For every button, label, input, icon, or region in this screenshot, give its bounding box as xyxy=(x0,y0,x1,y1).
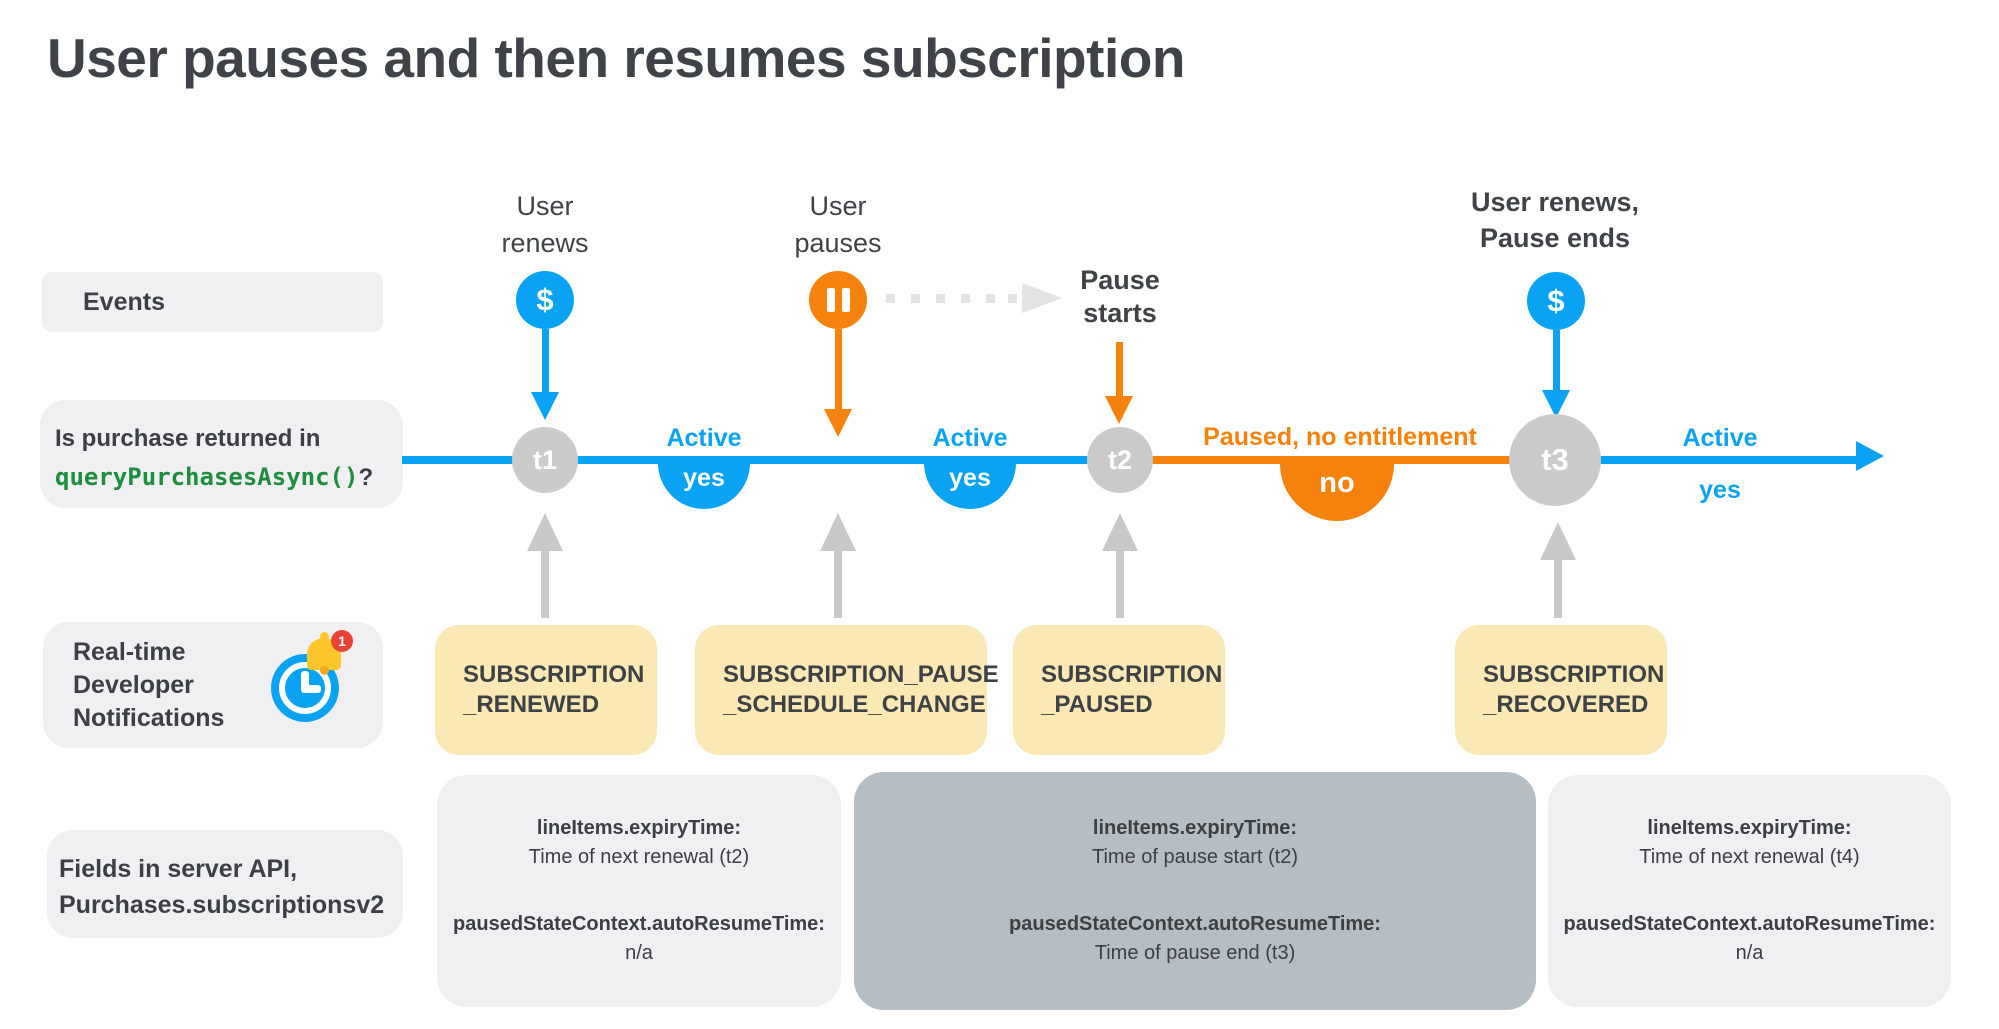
segment-label-active-3: Active xyxy=(1682,424,1758,452)
api-field-group: lineItems.expiryTime: Time of next renew… xyxy=(528,817,750,868)
row-label-purchase-query: Is purchase returned in queryPurchasesAs… xyxy=(40,400,403,508)
question-mark: ? xyxy=(358,464,374,491)
rtdn-up-arrow-head xyxy=(820,513,856,551)
marker-t3: t3 xyxy=(1509,414,1601,506)
arrow-renew1-head xyxy=(531,392,559,420)
arrow-pause-starts-head xyxy=(1105,396,1133,424)
dotted-arrow-head xyxy=(1022,283,1062,313)
arrow-pause-starts-stem xyxy=(1116,342,1123,396)
timeline-segment-active-1 xyxy=(402,456,1126,464)
rtdn-up-arrow-stem xyxy=(1554,559,1562,618)
api-field-group: lineItems.expiryTime: Time of next renew… xyxy=(1639,817,1860,868)
api-fields-box-2-highlighted: lineItems.expiryTime: Time of pause star… xyxy=(854,772,1536,1010)
rtdn-label-line1: Real-time xyxy=(73,638,186,666)
api-field-group: pausedStateContext.autoResumeTime: n/a xyxy=(453,913,825,964)
timeline-segment-paused xyxy=(1126,456,1555,464)
row-label-events: Events xyxy=(42,272,383,332)
dotted-arrow-dot xyxy=(986,294,995,303)
rtdn-label-line2: Developer xyxy=(73,671,194,699)
rtdn-up-arrow-head xyxy=(527,513,563,551)
dotted-arrow-dot xyxy=(936,294,945,303)
segment-value-yes-2: yes xyxy=(924,463,1016,509)
event-label-user-renews: User renews xyxy=(501,191,589,258)
dotted-arrow-dot xyxy=(911,294,920,303)
rtdn-up-arrow-head xyxy=(1540,522,1576,560)
rtdn-box-subscription-paused: SUBSCRIPTION _PAUSED xyxy=(1013,625,1225,755)
segment-label-active-2: Active xyxy=(932,424,1008,452)
api-field-group: pausedStateContext.autoResumeTime: n/a xyxy=(1563,913,1936,964)
fields-label-line1: Fields in server API, xyxy=(59,855,298,883)
arrow-renew2-stem xyxy=(1553,330,1560,390)
purchase-query-text: Is purchase returned in xyxy=(55,425,321,452)
clock-icon xyxy=(271,654,339,722)
api-field-group: pausedStateContext.autoResumeTime: Time … xyxy=(1009,913,1381,964)
dotted-arrow-dot xyxy=(1008,294,1017,303)
api-field-group: lineItems.expiryTime: Time of pause star… xyxy=(1092,817,1298,868)
event-label-user-pauses: User pauses xyxy=(794,191,882,258)
arrow-pause-head xyxy=(824,409,852,437)
segment-value-yes-1: yes xyxy=(658,463,750,509)
rtdn-up-arrow-head xyxy=(1102,513,1138,551)
events-label: Events xyxy=(83,288,165,316)
row-label-rtdn: Real-time Developer Notifications 1 xyxy=(43,622,383,748)
timeline-arrowhead xyxy=(1856,441,1884,471)
arrow-pause-stem xyxy=(835,329,842,409)
segment-label-active-1: Active xyxy=(666,424,742,452)
rtdn-up-arrow-stem xyxy=(541,550,549,618)
dotted-arrow-dot xyxy=(961,294,970,303)
arrow-renew1-stem xyxy=(542,329,549,393)
api-fields-box-3: lineItems.expiryTime: Time of next renew… xyxy=(1548,775,1951,1007)
fields-label-line2: Purchases.subscriptionsv2 xyxy=(59,891,385,919)
row-label-server-api-fields: Fields in server API, Purchases.subscrip… xyxy=(47,830,403,938)
dollar-icon: $ xyxy=(1527,272,1585,330)
arrow-renew2-head xyxy=(1542,390,1570,418)
rtdn-up-arrow-stem xyxy=(1116,550,1124,618)
pause-icon xyxy=(809,271,867,329)
timeline-segment-active-2 xyxy=(1555,456,1860,464)
segment-label-paused: Paused, no entitlement xyxy=(1203,423,1477,451)
api-fields-box-1: lineItems.expiryTime: Time of next renew… xyxy=(437,775,841,1007)
notification-badge: 1 xyxy=(331,630,353,652)
marker-t1: t1 xyxy=(512,427,578,493)
rtdn-box-subscription-pause-schedule-change: SUBSCRIPTION_PAUSE _SCHEDULE_CHANGE xyxy=(695,625,999,755)
dotted-arrow-dot xyxy=(886,294,895,303)
page-title: User pauses and then resumes subscriptio… xyxy=(47,27,1185,89)
segment-value-yes-3: yes xyxy=(1699,476,1741,504)
rtdn-label-line3: Notifications xyxy=(73,704,225,732)
event-label-pause-starts: Pause starts xyxy=(1080,265,1160,328)
rtdn-box-subscription-renewed: SUBSCRIPTION _RENEWED xyxy=(435,625,657,755)
rtdn-box-subscription-recovered: SUBSCRIPTION _RECOVERED xyxy=(1455,625,1667,755)
segment-value-no: no xyxy=(1280,463,1394,521)
dollar-icon: $ xyxy=(516,271,574,329)
query-purchases-async-code: queryPurchasesAsync() xyxy=(55,463,359,491)
rtdn-up-arrow-stem xyxy=(834,550,842,618)
event-label-user-renews-pause-ends: User renews, Pause ends xyxy=(1470,187,1640,253)
marker-t2: t2 xyxy=(1087,427,1153,493)
